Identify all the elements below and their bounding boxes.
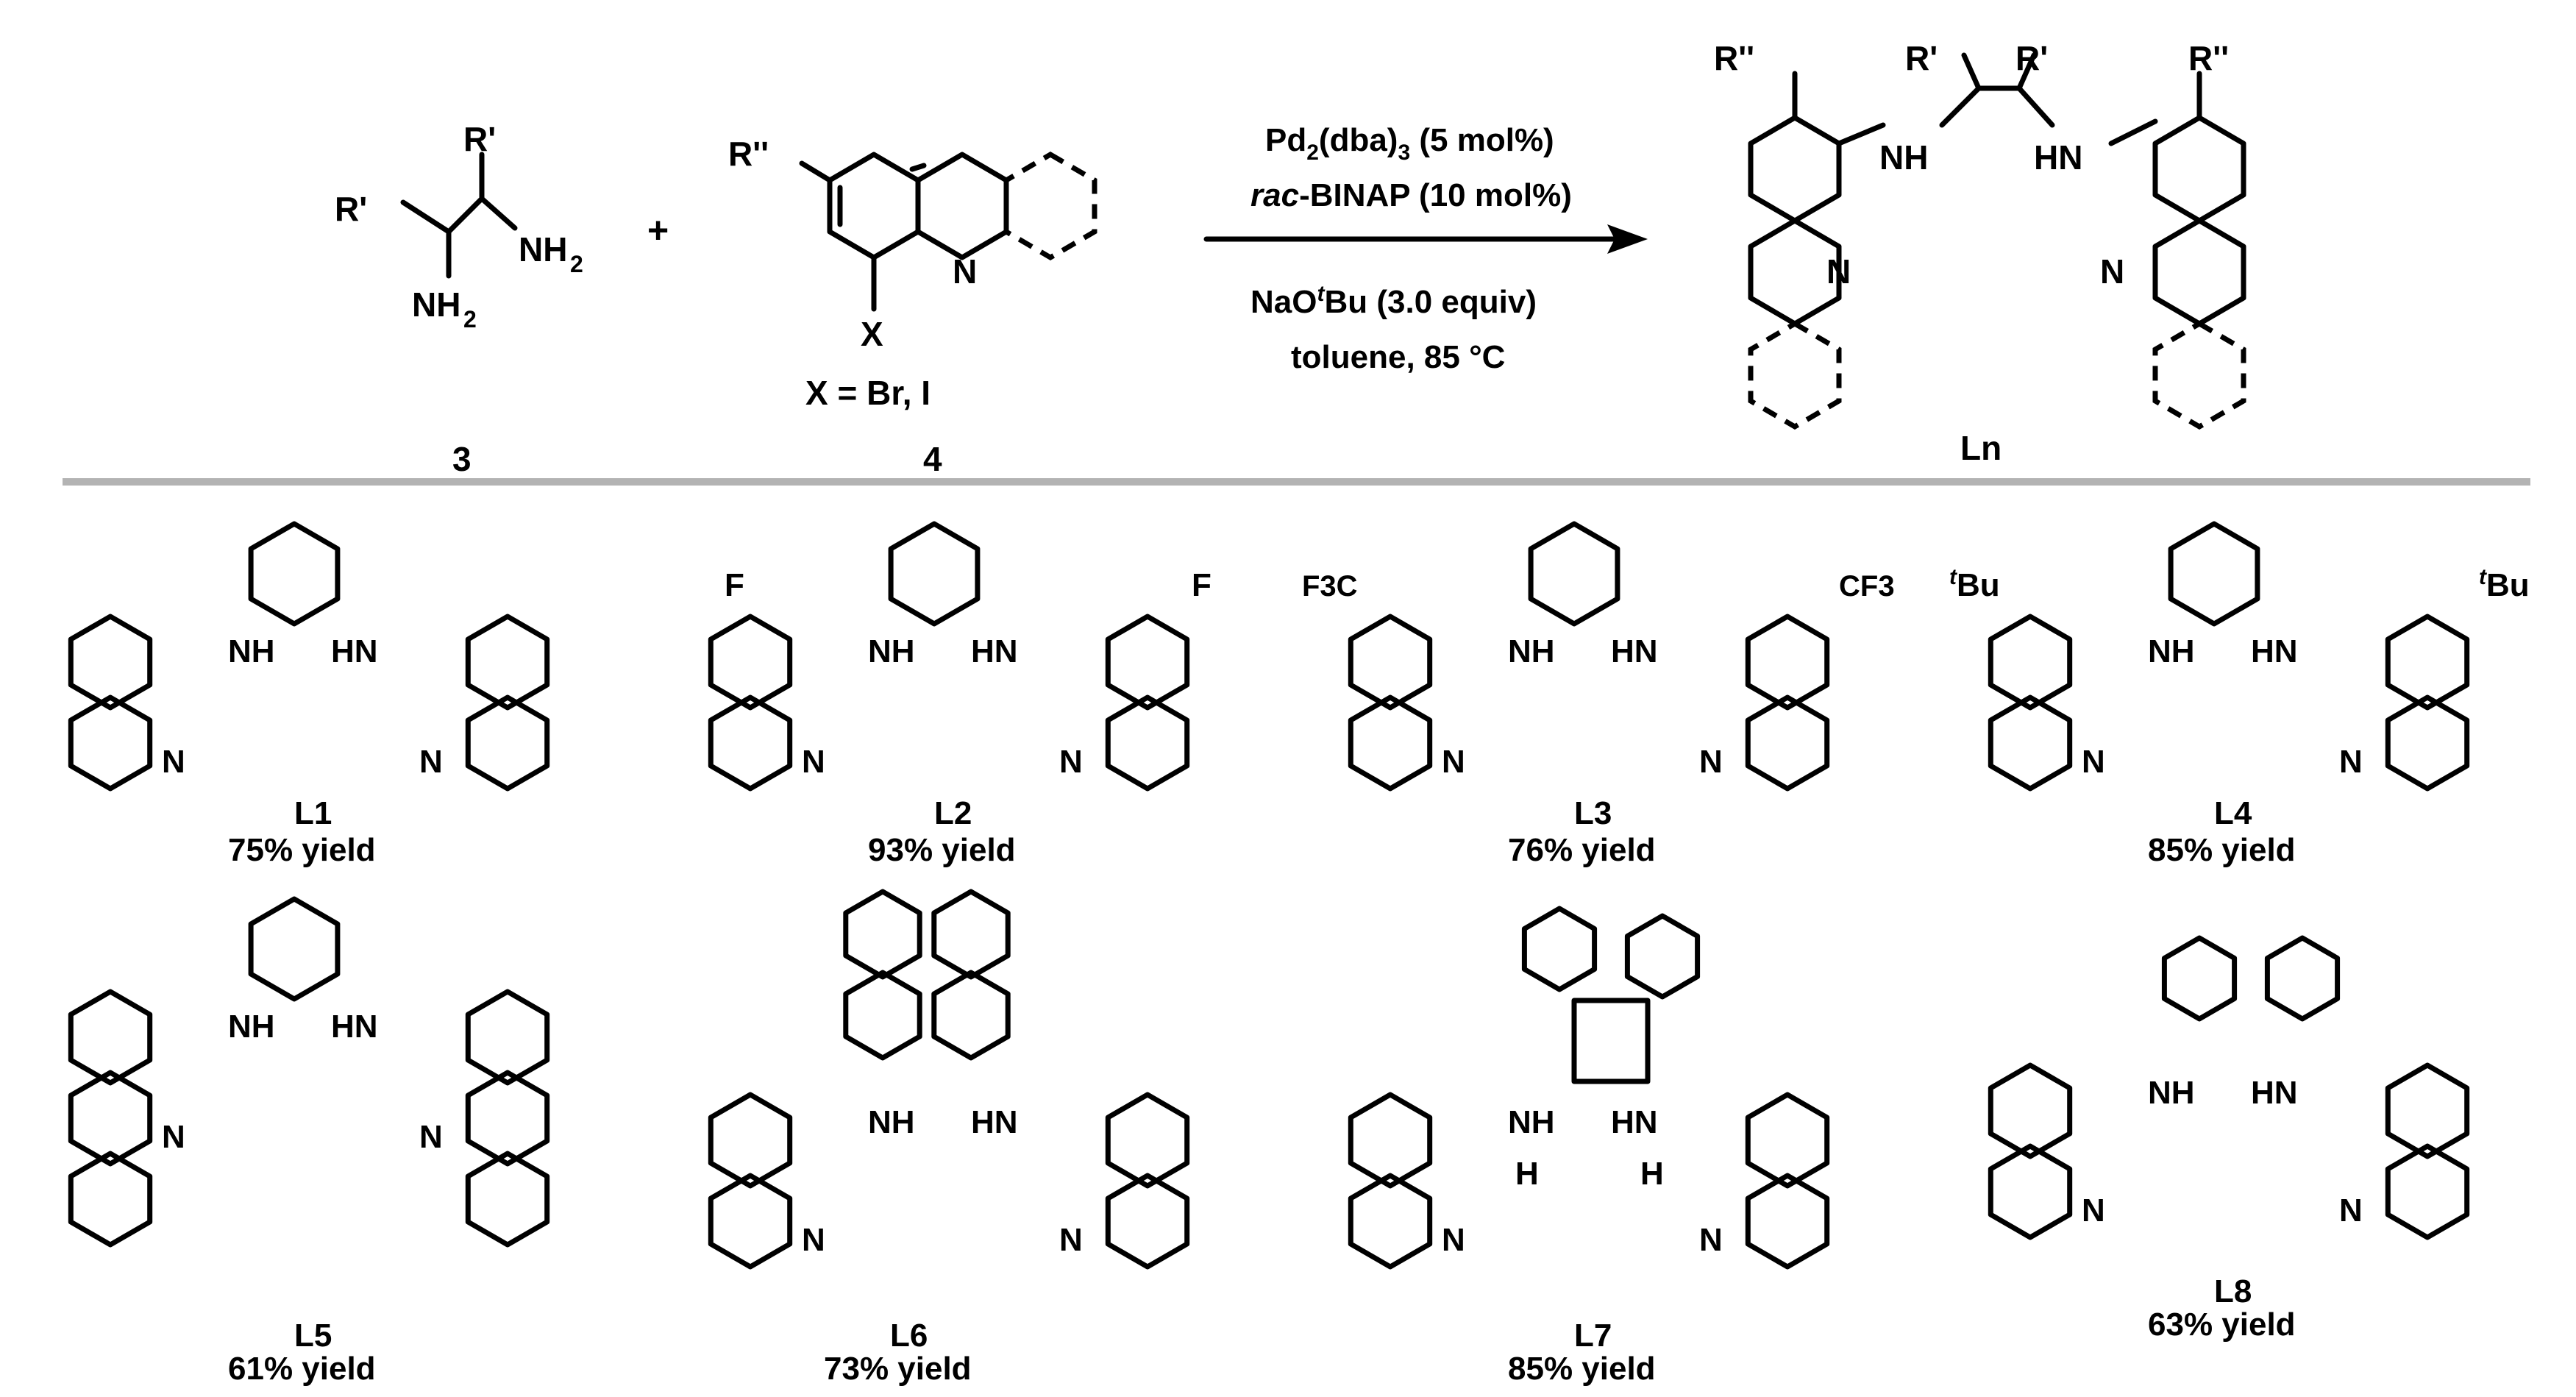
- n-label: N: [1059, 744, 1083, 780]
- n-label: N: [2082, 1192, 2105, 1229]
- halogen-x: X: [861, 315, 883, 353]
- n-label: N: [419, 744, 443, 780]
- n-label: N: [2082, 744, 2105, 780]
- plus-sign: +: [647, 210, 669, 251]
- nh-label: NH: [2148, 633, 2195, 669]
- svg-text:NaOtBu (3.0 equiv): NaOtBu (3.0 equiv): [1250, 282, 1537, 320]
- nh-label: NH: [228, 633, 275, 669]
- ligand-yield: 61% yield: [228, 1351, 376, 1387]
- nh-label: NH: [228, 1009, 275, 1045]
- amine-sub-bottom: 2: [463, 306, 477, 333]
- svg-text:R': R': [1905, 39, 1938, 77]
- nh-label: NH: [1508, 1104, 1555, 1140]
- n-label: N: [162, 1119, 185, 1155]
- ligand-label: L7: [1574, 1318, 1612, 1354]
- reaction-arrow: [1203, 224, 1648, 254]
- hn-label: HN: [1611, 633, 1658, 669]
- hn-label: HN: [2251, 1075, 2298, 1111]
- svg-text:rac-BINAP (10 mol%): rac-BINAP (10 mol%): [1250, 177, 1572, 213]
- ligand-label: L2: [934, 795, 972, 831]
- reagent-4-haloquinoline: R'' X N X = Br, I 4: [728, 135, 1097, 478]
- product-ln: R'' R' R' R'' NH HN N N Ln: [1714, 39, 2246, 467]
- svg-text:toluene, 85 °C: toluene, 85 °C: [1291, 339, 1505, 375]
- ligand-yield: 93% yield: [868, 832, 1016, 868]
- n-label: N: [1442, 1222, 1465, 1258]
- svg-text:N: N: [2100, 252, 2124, 291]
- n-label: N: [1699, 1222, 1723, 1258]
- h-label: H: [1515, 1156, 1539, 1192]
- nh-label: NH: [868, 1104, 915, 1140]
- hn-label: HN: [2251, 633, 2298, 669]
- svg-text:R': R': [2015, 39, 2048, 77]
- ligand-label: L6: [890, 1318, 928, 1354]
- ligand-yield: 85% yield: [1508, 1351, 1656, 1387]
- n-label: N: [2339, 744, 2363, 780]
- svg-text:Pd2(dba)3 (5 mol%): Pd2(dba)3 (5 mol%): [1265, 122, 1554, 165]
- n-label: N: [802, 1222, 825, 1258]
- n-label: N: [1442, 744, 1465, 780]
- svg-text:R'': R'': [1714, 39, 1754, 77]
- fluoro-right: F: [1192, 567, 1211, 603]
- r-prime-right: R': [463, 120, 496, 158]
- reagent-3-diamine: R' R' NH 2 NH 2 3: [335, 120, 583, 478]
- r-double-prime: R'': [728, 135, 769, 173]
- tbu-left: tBu: [1949, 565, 2000, 603]
- ligand-yield: 85% yield: [2148, 832, 2296, 868]
- n-label: N: [1699, 744, 1723, 780]
- ligand-yield: 63% yield: [2148, 1307, 2296, 1343]
- svg-text:R'': R'': [2188, 39, 2229, 77]
- n-label: N: [802, 744, 825, 780]
- ligand-label: L1: [294, 795, 332, 831]
- hn-label: HN: [331, 633, 378, 669]
- ligand-label: L4: [2214, 795, 2252, 831]
- amine-nh2-bottom: NH: [412, 285, 460, 324]
- reagent-3-label: 3: [452, 440, 472, 478]
- hn-label: HN: [1611, 1104, 1658, 1140]
- nh-label: NH: [868, 633, 915, 669]
- cf3-left: F3C: [1302, 570, 1358, 602]
- quinoline-n: N: [953, 252, 977, 291]
- n-label: N: [162, 744, 185, 780]
- product-label: Ln: [1960, 429, 2002, 467]
- fluoro-left: F: [725, 567, 744, 603]
- amine-sub-right: 2: [570, 251, 583, 277]
- cf3-right: CF3: [1839, 570, 1895, 602]
- ligand-yield: 73% yield: [824, 1351, 972, 1387]
- ligand-yield: 75% yield: [228, 832, 376, 868]
- reagent-4-label: 4: [923, 440, 942, 478]
- reaction-conditions: Pd2(dba)3 (5 mol%) rac-BINAP (10 mol%) N…: [1250, 122, 1572, 375]
- x-definition: X = Br, I: [805, 374, 931, 412]
- hn-label: HN: [331, 1009, 378, 1045]
- svg-text:HN: HN: [2034, 138, 2082, 177]
- ligand-label: L3: [1574, 795, 1612, 831]
- ligand-label: L5: [294, 1318, 332, 1354]
- hn-label: HN: [971, 1104, 1018, 1140]
- nh-label: NH: [1508, 633, 1555, 669]
- ligand-yield: 76% yield: [1508, 832, 1656, 868]
- r-prime-left: R': [335, 190, 367, 228]
- n-label: N: [1059, 1222, 1083, 1258]
- nh-label: NH: [2148, 1075, 2195, 1111]
- n-label: N: [2339, 1192, 2363, 1229]
- amine-nh2-right: NH: [519, 230, 567, 269]
- tbu-right: tBu: [2479, 565, 2530, 603]
- hn-label: HN: [971, 633, 1018, 669]
- ligand-label: L8: [2214, 1273, 2252, 1309]
- h-label: H: [1640, 1156, 1664, 1192]
- svg-text:NH: NH: [1879, 138, 1928, 177]
- svg-text:N: N: [1826, 252, 1851, 291]
- n-label: N: [419, 1119, 443, 1155]
